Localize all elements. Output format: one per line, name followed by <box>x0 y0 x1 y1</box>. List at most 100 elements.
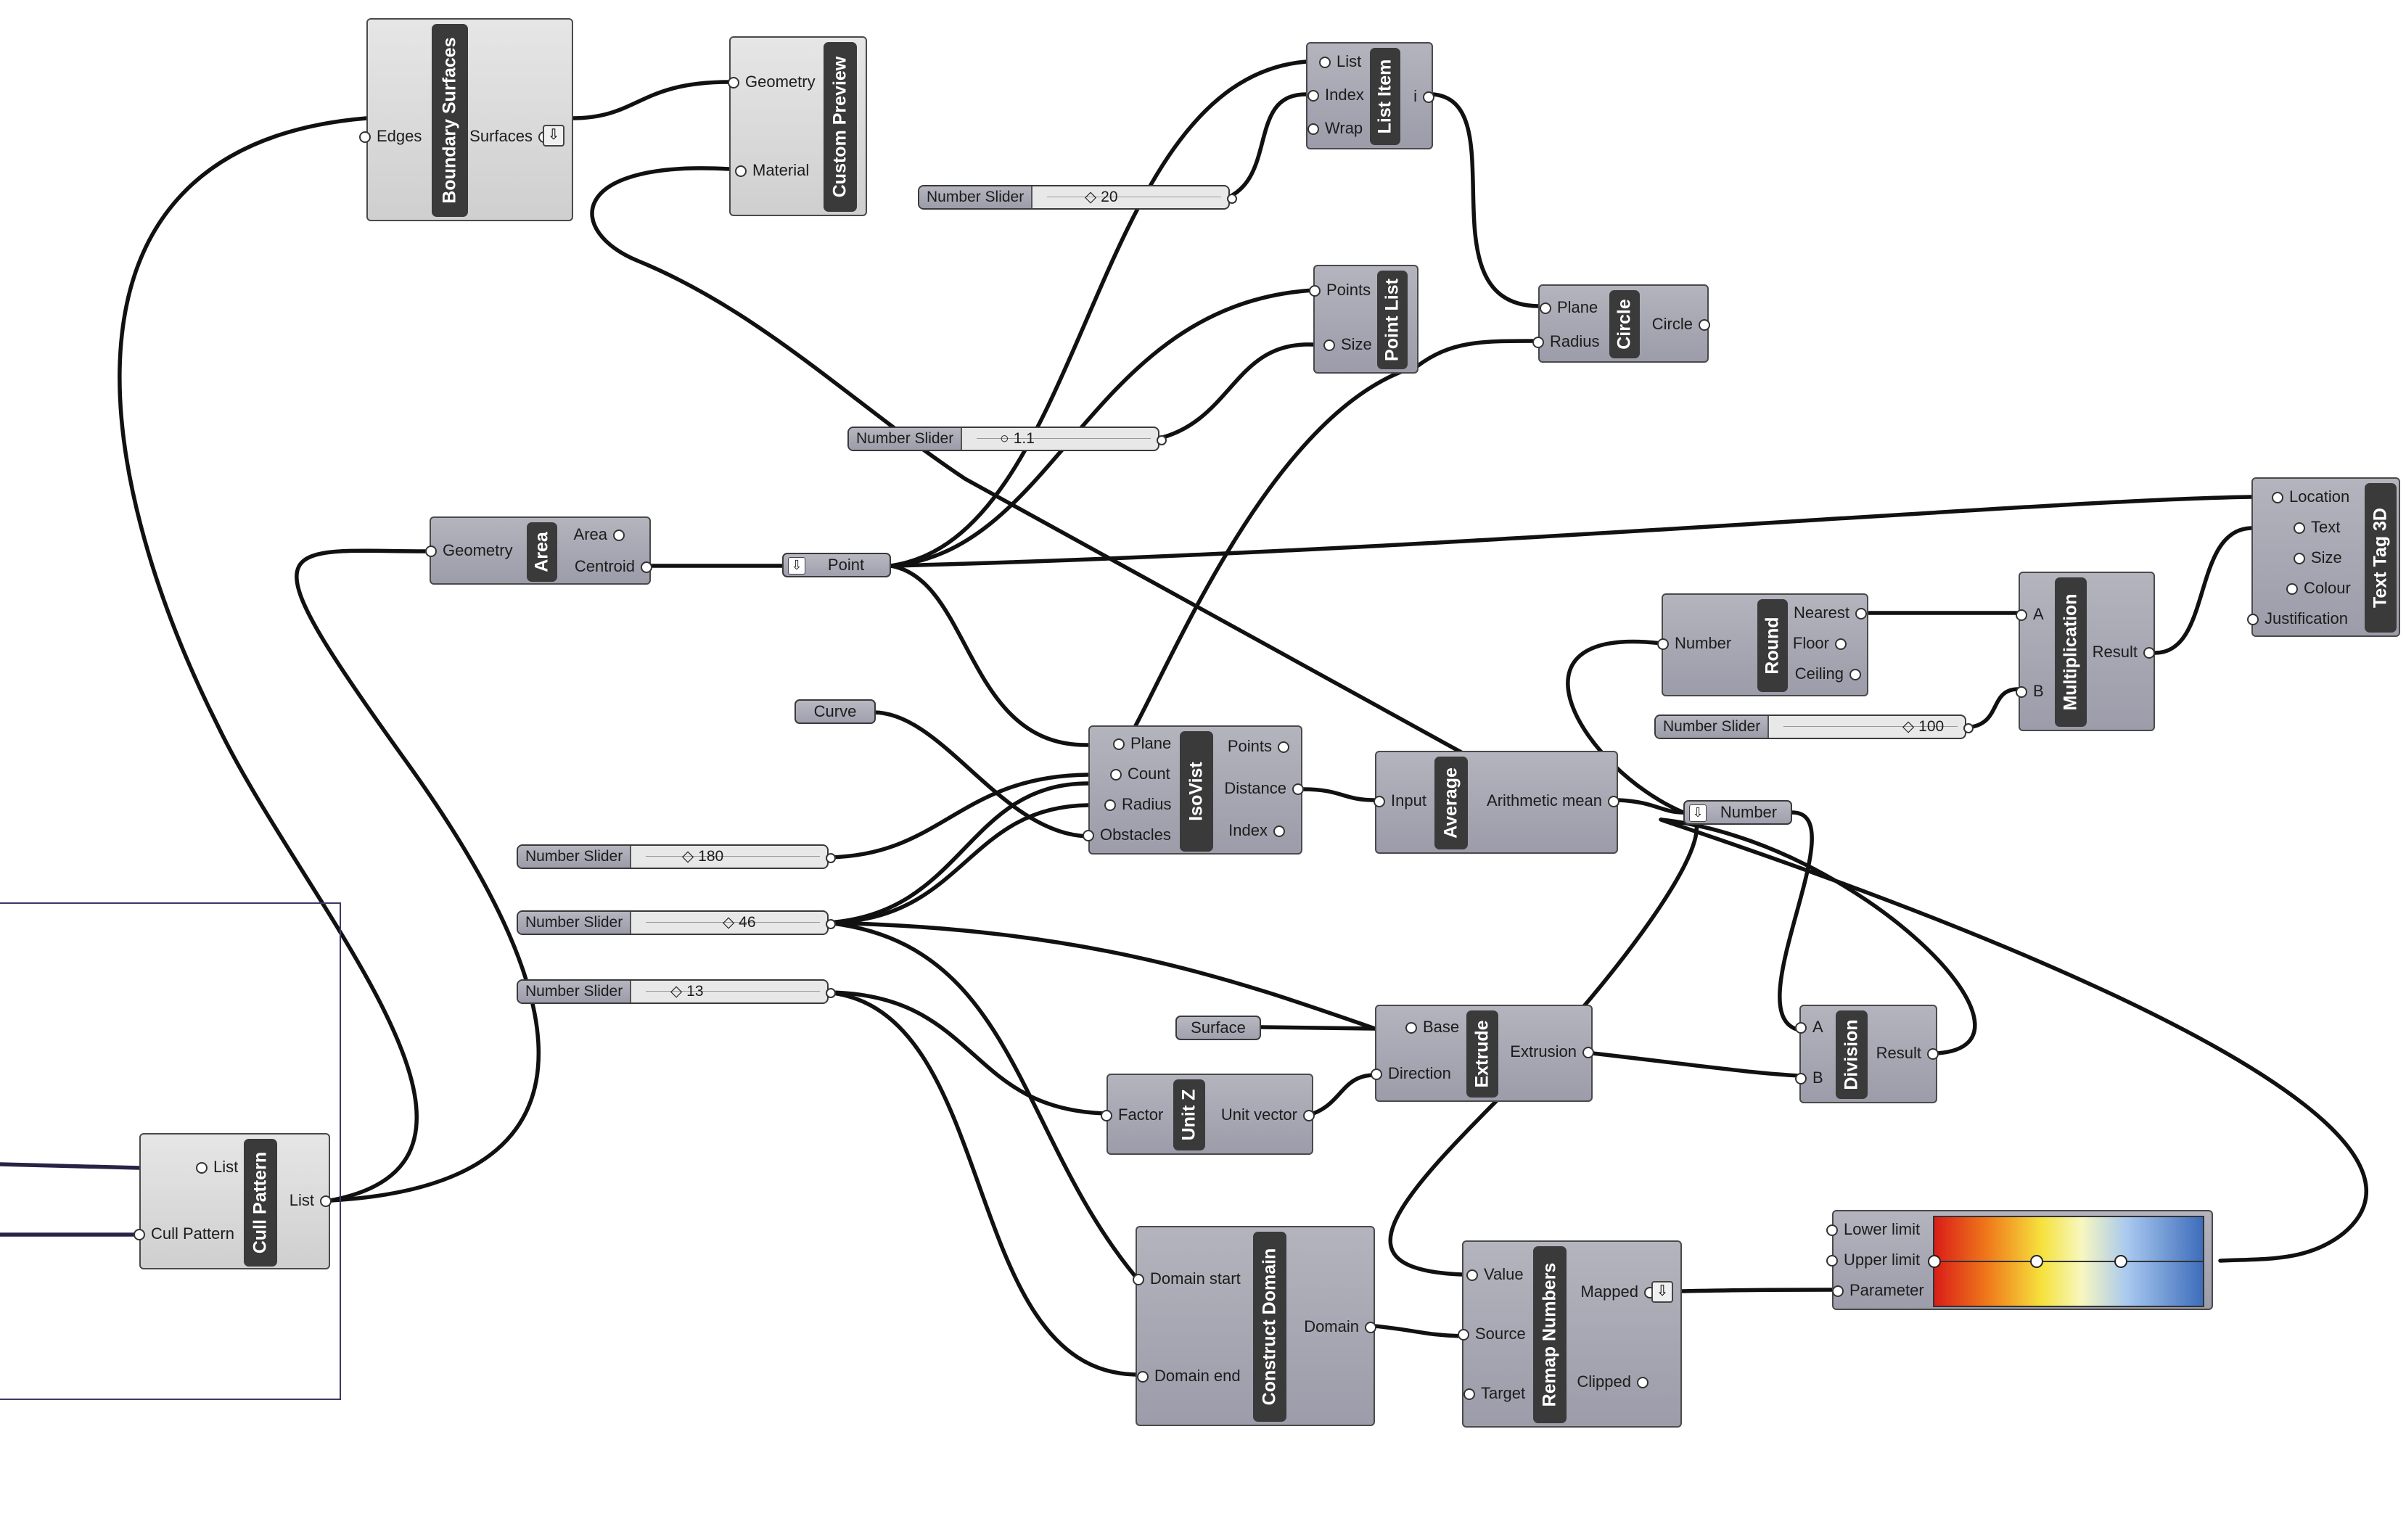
slider-track[interactable] <box>646 991 820 992</box>
slider-value[interactable]: 20 <box>1085 186 1117 208</box>
custom-preview-component[interactable]: Geometry Material Custom Preview <box>728 36 867 216</box>
a-input[interactable]: A <box>2016 605 2044 623</box>
remap-numbers-component[interactable]: Value Source Target Remap Numbers Mapped… <box>1458 1240 1682 1428</box>
distance-output[interactable]: Distance <box>1224 779 1304 797</box>
input-input[interactable]: Input <box>1374 791 1426 810</box>
floor-output[interactable]: Floor <box>1792 634 1847 652</box>
extrude-component[interactable]: Base Direction Extrude Extrusion <box>1371 1005 1594 1102</box>
list-output[interactable]: List <box>289 1191 332 1209</box>
domain-end-input[interactable]: Domain end <box>1137 1367 1241 1385</box>
nearest-output[interactable]: Nearest <box>1793 604 1868 622</box>
number-input[interactable]: Number <box>1656 634 1732 652</box>
result-output[interactable]: Result <box>1876 1044 1939 1062</box>
source-input[interactable]: Source <box>1458 1325 1526 1343</box>
gradient-grip[interactable] <box>2030 1255 2043 1268</box>
slider-track[interactable] <box>1783 726 1958 727</box>
lower-limit-input[interactable]: Lower limit <box>1826 1220 1921 1238</box>
arithmetic-mean-output[interactable]: Arithmetic mean <box>1487 791 1619 810</box>
obstacles-input[interactable]: Obstacles <box>1083 825 1171 844</box>
justification-input[interactable]: Justification <box>2247 609 2348 627</box>
cull-pattern-component[interactable]: List Cull Pattern Cull Pattern List <box>134 1133 332 1269</box>
extrusion-output[interactable]: Extrusion <box>1510 1042 1594 1061</box>
points-output[interactable]: Points <box>1227 737 1290 755</box>
a-input[interactable]: A <box>1795 1018 1823 1036</box>
number-slider[interactable]: Number Slider 100 <box>1654 715 1974 739</box>
value-input[interactable]: Value <box>1466 1265 1524 1283</box>
number-slider[interactable]: Number Slider 1.1 <box>847 427 1167 451</box>
multiplication-component[interactable]: A B Multiplication Result <box>2016 572 2156 731</box>
unit-z-component[interactable]: Factor Unit Z Unit vector <box>1100 1074 1315 1155</box>
construct-domain-component[interactable]: Domain start Domain end Construct Domain… <box>1133 1226 1376 1426</box>
target-input[interactable]: Target <box>1463 1384 1526 1402</box>
points-input[interactable]: Points <box>1308 281 1371 299</box>
average-component[interactable]: Input Average Arithmetic mean <box>1374 751 1619 854</box>
division-component[interactable]: A B Division Result <box>1795 1005 1939 1103</box>
area-output[interactable]: Area <box>573 525 625 543</box>
colour-input[interactable]: Colour <box>2286 579 2351 597</box>
slider-value[interactable]: 100 <box>1902 716 1944 738</box>
unit-vector-output[interactable]: Unit vector <box>1220 1105 1315 1124</box>
slider-value[interactable]: 46 <box>723 912 755 934</box>
gradient-grip[interactable] <box>1928 1255 1941 1268</box>
circle-component[interactable]: Plane Radius Circle Circle <box>1532 284 1711 363</box>
ceiling-output[interactable]: Ceiling <box>1794 664 1862 683</box>
factor-input[interactable]: Factor <box>1100 1105 1164 1124</box>
point-list-component[interactable]: Points Size Point List <box>1308 265 1418 374</box>
surface-param[interactable]: Surface <box>1175 1016 1261 1040</box>
geometry-input[interactable]: Geometry <box>728 73 816 91</box>
b-input[interactable]: B <box>2016 682 2044 700</box>
radius-input[interactable]: Radius <box>1104 795 1172 813</box>
list-item-component[interactable]: List Index Wrap List Item i <box>1306 42 1434 149</box>
slider-value[interactable]: 13 <box>670 981 703 1002</box>
domain-output[interactable]: Domain <box>1304 1317 1376 1335</box>
wrap-input[interactable]: Wrap <box>1307 119 1363 137</box>
cull-pattern-input[interactable]: Cull Pattern <box>134 1224 234 1243</box>
slider-value[interactable]: 1.1 <box>1000 428 1035 450</box>
direction-input[interactable]: Direction <box>1371 1064 1451 1082</box>
upper-limit-input[interactable]: Upper limit <box>1826 1251 1921 1269</box>
edges-input[interactable]: Edges <box>358 127 422 145</box>
geometry-input[interactable]: Geometry <box>425 541 513 559</box>
b-input[interactable]: B <box>1795 1068 1823 1087</box>
slider-track[interactable] <box>977 438 1151 439</box>
plane-input[interactable]: Plane <box>1112 734 1172 752</box>
location-input[interactable]: Location <box>2271 487 2350 506</box>
curve-param[interactable]: Curve <box>795 699 876 724</box>
index-input[interactable]: Index <box>1307 86 1364 104</box>
count-input[interactable]: Count <box>1110 765 1170 783</box>
size-input[interactable]: Size <box>2294 548 2342 567</box>
i-output[interactable]: i <box>1413 87 1434 105</box>
number-slider[interactable]: Number Slider 180 <box>517 844 836 869</box>
text-input[interactable]: Text <box>2293 518 2341 536</box>
size-input[interactable]: Size <box>1323 335 1372 353</box>
circle-output[interactable]: Circle <box>1651 315 1711 333</box>
base-input[interactable]: Base <box>1405 1018 1460 1036</box>
gradient-bar[interactable] <box>1928 1216 2204 1307</box>
index-output[interactable]: Index <box>1228 821 1285 839</box>
mapped-output[interactable]: Mapped <box>1580 1282 1656 1301</box>
material-input[interactable]: Material <box>734 161 810 179</box>
radius-input[interactable]: Radius <box>1532 332 1600 350</box>
round-component[interactable]: Number Round Nearest Floor Ceiling <box>1656 593 1868 696</box>
domain-start-input[interactable]: Domain start <box>1133 1269 1241 1288</box>
centroid-output[interactable]: Centroid <box>574 557 653 575</box>
isovist-component[interactable]: Plane Count Radius Obstacles IsoVist Poi… <box>1083 725 1304 855</box>
result-output[interactable]: Result <box>2092 643 2156 661</box>
number-slider[interactable]: Number Slider 13 <box>517 979 836 1004</box>
boundary-surfaces-component[interactable]: Edges Boundary Surfaces Surfaces ⇩ <box>358 18 573 221</box>
area-component[interactable]: Geometry Area Area Centroid <box>425 516 653 585</box>
parameter-input[interactable]: Parameter <box>1832 1281 1924 1299</box>
list-input[interactable]: List <box>195 1158 239 1176</box>
text-tag-3d-component[interactable]: Location Text Size Colour Justification … <box>2247 477 2400 637</box>
surfaces-output[interactable]: Surfaces <box>469 127 550 145</box>
slider-track[interactable] <box>646 856 820 857</box>
number-slider[interactable]: Number Slider 46 <box>517 910 836 935</box>
number-slider[interactable]: Number Slider 20 <box>918 185 1237 210</box>
slider-value[interactable]: 180 <box>682 846 723 868</box>
point-param[interactable]: ⇩ Point <box>782 553 891 577</box>
plane-input[interactable]: Plane <box>1539 298 1598 316</box>
gradient-grip[interactable] <box>2114 1255 2127 1268</box>
clipped-output[interactable]: Clipped <box>1577 1372 1649 1391</box>
list-input[interactable]: List <box>1318 52 1362 70</box>
